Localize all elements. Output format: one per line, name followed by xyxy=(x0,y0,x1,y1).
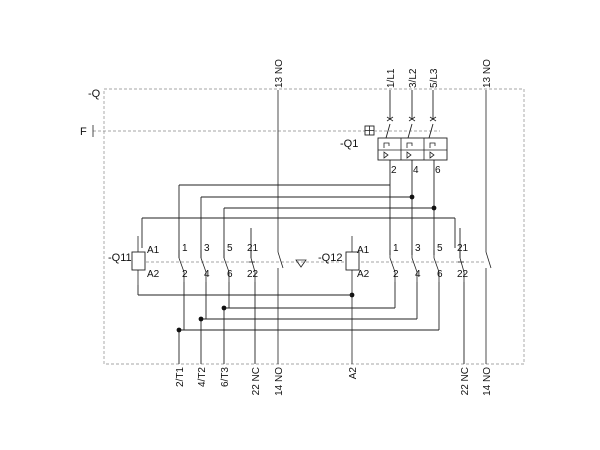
q11-pin-22-label: 22 xyxy=(247,269,259,280)
bottom-terminal-22-nc-left: 22 NC xyxy=(251,367,262,395)
bottom-terminal-t1: 2/T1 xyxy=(175,367,186,387)
q12-pin-5-label: 5 xyxy=(437,243,443,254)
q11-pin-1-label: 1 xyxy=(182,243,188,254)
enclosure-frame xyxy=(103,88,525,365)
junction-dot-t1 xyxy=(176,327,182,333)
junction-dot-t2 xyxy=(198,316,204,322)
q11-pin-5-label: 5 xyxy=(227,243,233,254)
q12-pin-3-label: 3 xyxy=(415,243,421,254)
bottom-terminal-a2: A2 xyxy=(348,367,359,380)
q11-contact-1-symbol xyxy=(178,250,185,282)
junction-dot-upper-3 xyxy=(431,205,437,211)
bottom-terminal-14-no-left: 14 NO xyxy=(274,367,285,396)
interlock-triangle-symbol xyxy=(295,259,307,268)
junction-dot-upper-2 xyxy=(409,194,415,200)
breaker-output-label-2: 2 xyxy=(391,165,397,176)
q12-coil-a1-label: A1 xyxy=(357,245,370,256)
q11-pin-21-label: 21 xyxy=(247,243,259,254)
q12-contact-1-symbol xyxy=(389,250,396,282)
breaker-output-label-6: 6 xyxy=(435,165,441,176)
q12-pin-6-label: 6 xyxy=(437,269,443,280)
feed-label-f: F xyxy=(80,126,87,138)
q12-pin-21-label: 21 xyxy=(457,243,469,254)
junction-dot-t3 xyxy=(221,305,227,311)
frame-label-q: -Q xyxy=(88,88,101,100)
bottom-terminal-14-no-right: 14 NO xyxy=(482,367,493,396)
breaker-q1-body xyxy=(377,137,448,161)
q12-aux-no-contact xyxy=(485,90,492,364)
top-terminal-l2: 3/L2 xyxy=(408,68,419,88)
q12-contact-3-symbol xyxy=(411,250,418,282)
q11-contact-3-symbol xyxy=(200,250,207,282)
breaker-pole-2-symbol xyxy=(406,142,413,159)
supply-line-l1 xyxy=(385,90,394,139)
q11-pin-4-label: 4 xyxy=(204,269,210,280)
q11-coil-a1-label: A1 xyxy=(147,245,160,256)
top-terminal-l1: 1/L1 xyxy=(386,68,397,88)
q11-contact-21-symbol xyxy=(249,250,256,282)
q12-pin-2-label: 2 xyxy=(393,269,399,280)
q12-contact-5-symbol xyxy=(433,250,440,282)
breaker-pole-1-symbol xyxy=(383,142,390,159)
q12-coil xyxy=(345,251,360,271)
top-terminal-13-no-right: 13 NO xyxy=(482,59,493,88)
bottom-terminal-t2: 4/T2 xyxy=(197,367,208,387)
supply-line-l3 xyxy=(428,90,437,139)
top-terminal-l3: 5/L3 xyxy=(429,68,440,88)
q11-pin-3-label: 3 xyxy=(204,243,210,254)
contactor-label-q12: -Q12 xyxy=(318,252,342,264)
q11-coil-a2-label: A2 xyxy=(147,269,160,280)
supply-line-l2 xyxy=(407,90,416,139)
breaker-output-label-4: 4 xyxy=(413,165,419,176)
q11-aux-no-contact xyxy=(277,90,284,364)
breaker-label-q1: -Q1 xyxy=(340,138,358,150)
breaker-pole-3-symbol xyxy=(429,142,436,159)
top-terminal-13-no-left: 13 NO xyxy=(274,59,285,88)
q12-pin-4-label: 4 xyxy=(415,269,421,280)
q11-contact-5-symbol xyxy=(223,250,230,282)
bottom-terminal-22-nc-right: 22 NC xyxy=(460,367,471,395)
q12-pin-22-label: 22 xyxy=(457,269,469,280)
q12-contact-21-symbol xyxy=(458,250,465,282)
q11-coil xyxy=(131,251,146,271)
q12-pin-1-label: 1 xyxy=(393,243,399,254)
q11-pin-6-label: 6 xyxy=(227,269,233,280)
contactor-label-q11: -Q11 xyxy=(108,252,132,264)
q11-pin-2-label: 2 xyxy=(182,269,188,280)
q12-coil-a2-label: A2 xyxy=(357,269,370,280)
bottom-terminal-t3: 6/T3 xyxy=(220,367,231,387)
